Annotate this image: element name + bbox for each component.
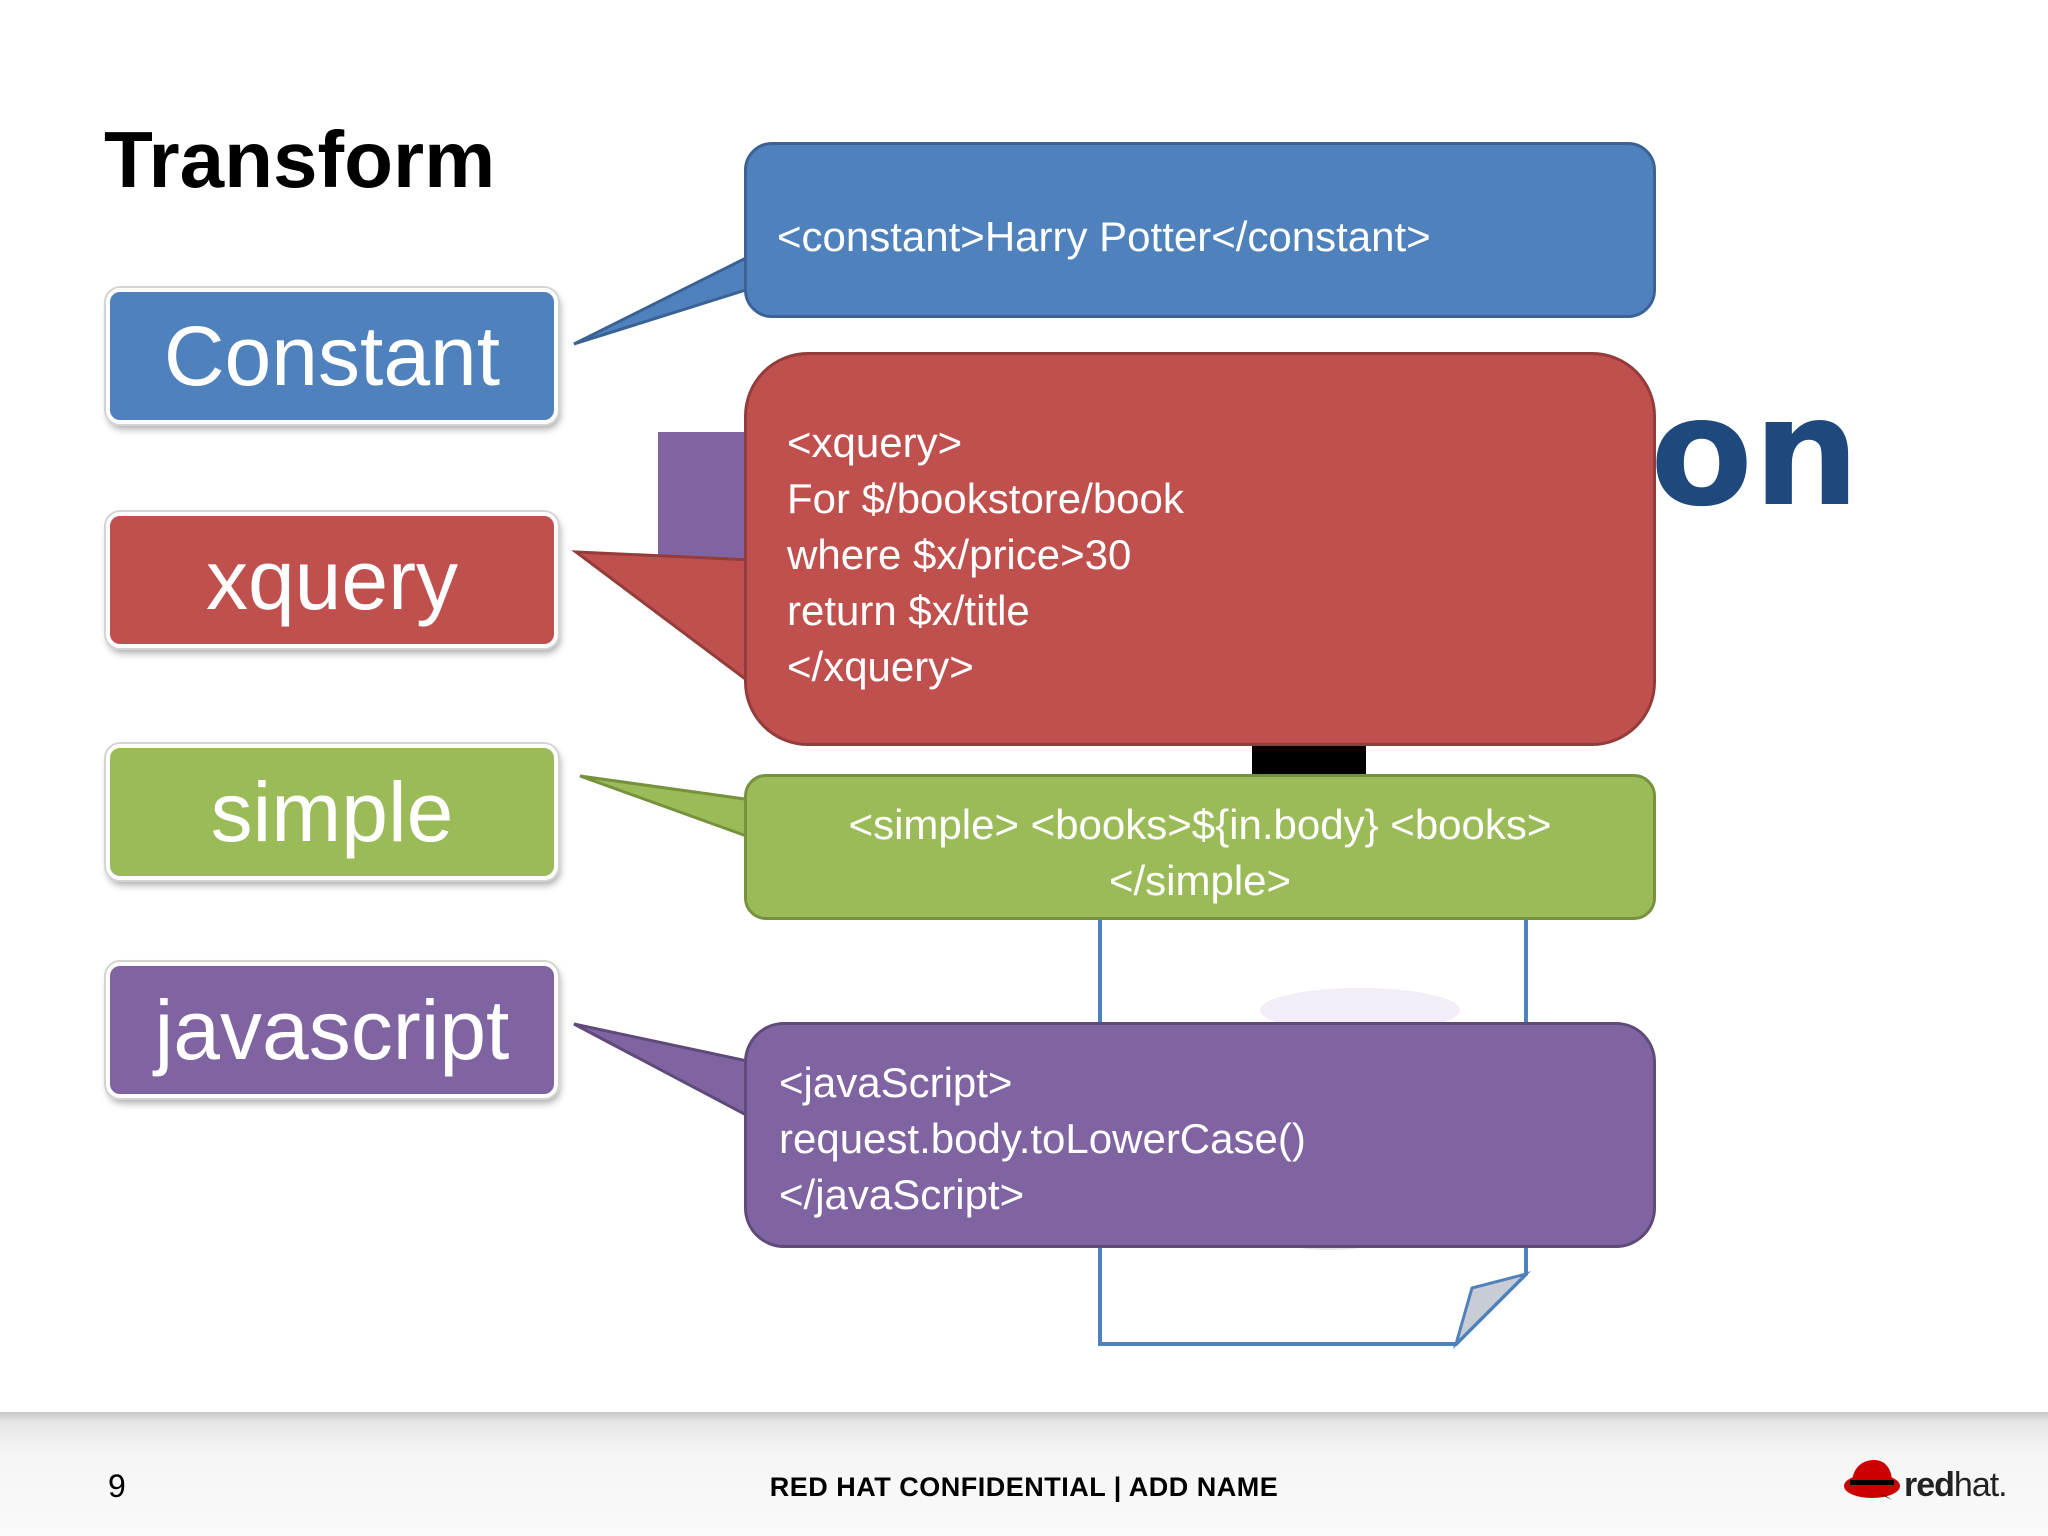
xquery-callout-line: For $/bookstore/book <box>787 475 1184 522</box>
javascript-button-label: javascript <box>154 982 510 1077</box>
javascript-callout-line: </javaScript> <box>779 1171 1025 1218</box>
faint-artwork <box>1260 988 1460 1032</box>
redhat-shadowman-icon <box>1844 1460 1900 1500</box>
slide-title: Transform <box>104 115 496 204</box>
constant-callout-line: <constant>Harry Potter</constant> <box>777 213 1431 260</box>
xquery-callout-line: </xquery> <box>787 643 974 690</box>
redhat-logo-text: redhat. <box>1904 1466 2008 1505</box>
simple-button-label: simple <box>210 764 454 859</box>
xquery-callout-tail <box>571 550 754 687</box>
document-fold-icon <box>1452 1271 1531 1350</box>
xquery-callout-line: <xquery> <box>787 419 963 466</box>
javascript-callout: <javaScript> request.body.toLowerCase() … <box>744 1022 1656 1248</box>
simple-callout-line: <simple> <books>${in.body} <books> <box>848 801 1552 848</box>
constant-callout-tail <box>573 252 754 346</box>
simple-callout-tail <box>579 774 754 841</box>
page-number: 9 <box>108 1468 126 1504</box>
hidden-black-bar <box>1252 740 1366 780</box>
xquery-callout-line: return $x/title <box>787 587 1030 634</box>
simple-button[interactable]: simple <box>106 744 558 880</box>
constant-button-label: Constant <box>163 308 501 403</box>
simple-callout: <simple> <books>${in.body} <books> </sim… <box>744 774 1656 920</box>
xquery-callout: <xquery> For $/bookstore/book where $x/p… <box>744 352 1656 746</box>
simple-callout-line: </simple> <box>1108 857 1292 904</box>
javascript-callout-line: <javaScript> <box>779 1059 1013 1106</box>
javascript-button[interactable]: javascript <box>106 962 558 1098</box>
xquery-button[interactable]: xquery <box>106 512 558 648</box>
constant-callout: <constant>Harry Potter</constant> <box>744 142 1656 318</box>
footer-bar <box>0 1412 2048 1536</box>
confidential-notice: RED HAT CONFIDENTIAL | ADD NAME <box>769 1472 1279 1502</box>
redhat-logo-light: hat. <box>1953 1466 2008 1504</box>
xquery-callout-line: where $x/price>30 <box>787 531 1132 578</box>
javascript-callout-tail <box>573 1022 754 1121</box>
javascript-callout-line: request.body.toLowerCase() <box>779 1115 1306 1162</box>
background-word-fragment: on <box>1650 366 1860 540</box>
redhat-logo-bold: red <box>1904 1466 1955 1504</box>
constant-button[interactable]: Constant <box>106 288 558 424</box>
xquery-button-label: xquery <box>205 532 459 627</box>
